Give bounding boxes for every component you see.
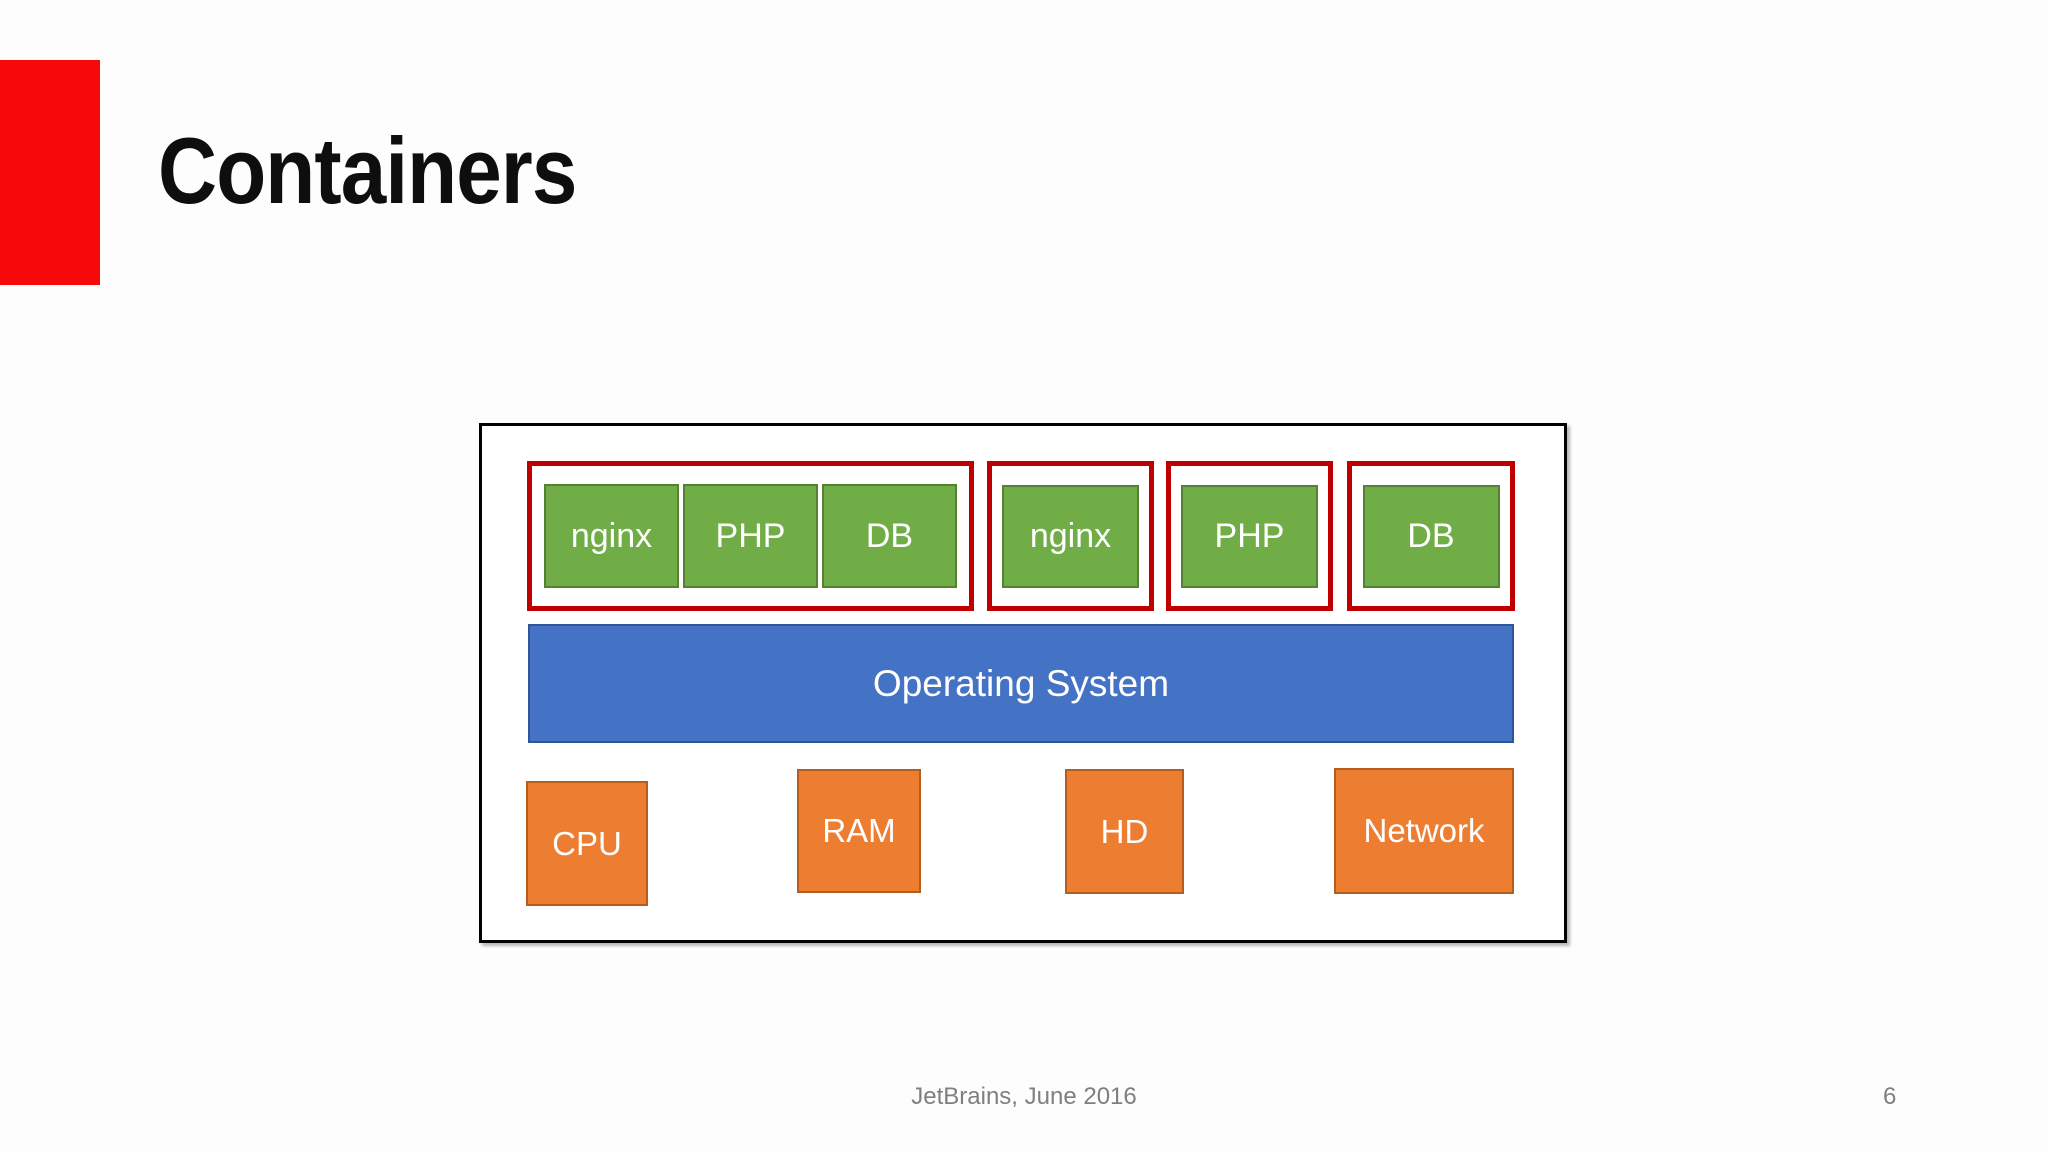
- hardware-box-network: Network: [1334, 768, 1514, 894]
- app-box-nginx: nginx: [1002, 484, 1139, 588]
- hardware-box-hd: HD: [1065, 769, 1184, 894]
- operating-system-label: Operating System: [872, 662, 1170, 704]
- app-box-db: DB: [1362, 484, 1500, 588]
- container-group-4: DB: [1347, 461, 1515, 611]
- brand-accent-block: [0, 60, 100, 285]
- container-group-1: nginx PHP DB: [527, 461, 974, 611]
- operating-system-bar: Operating System: [528, 624, 1514, 743]
- app-box-nginx: nginx: [544, 484, 679, 588]
- app-box-php: PHP: [1181, 484, 1318, 588]
- hardware-box-ram: RAM: [797, 769, 921, 893]
- hardware-box-cpu: CPU: [526, 781, 648, 906]
- page-number: 6: [1883, 1083, 1897, 1110]
- container-group-3: PHP: [1166, 461, 1333, 611]
- app-box-php: PHP: [683, 484, 818, 588]
- app-box-db: DB: [822, 484, 957, 588]
- page-title: Containers: [158, 118, 577, 223]
- containers-diagram: nginx PHP DB nginx PHP DB Operating Syst…: [479, 423, 1567, 943]
- container-group-2: nginx: [987, 461, 1154, 611]
- footer-credit: JetBrains, June 2016: [911, 1083, 1137, 1110]
